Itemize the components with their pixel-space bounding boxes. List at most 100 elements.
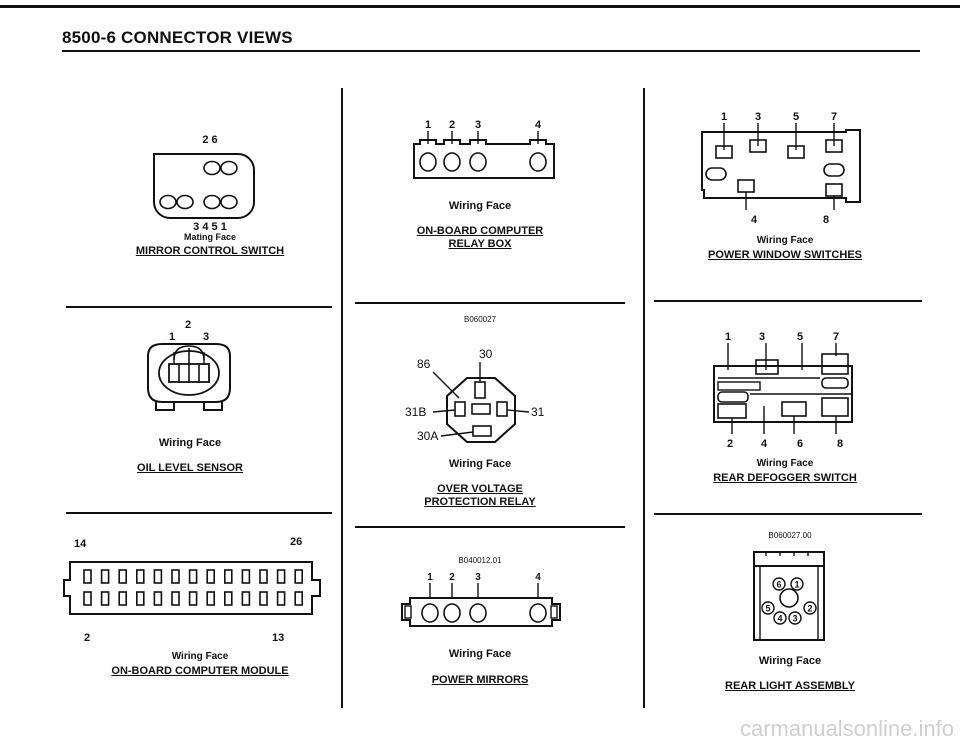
- top-border: [0, 5, 960, 8]
- power-window-diagram: 1 3 5 7 4 8: [701, 111, 861, 226]
- column-divider-left: [341, 88, 343, 708]
- rear-defogger-pin-5: 5: [797, 331, 803, 343]
- rear-defogger-pin-7: 7: [833, 331, 839, 343]
- rear-defogger-pin-2: 2: [727, 438, 733, 450]
- computer-module-slot-bottom: [224, 591, 233, 606]
- computer-module-slot-bottom: [118, 591, 128, 606]
- computer-module-slot-top: [136, 569, 145, 584]
- rear-defogger-pin-8: 8: [837, 438, 843, 450]
- relay-box-name-line1: ON-BOARD COMPUTER: [416, 225, 544, 237]
- relay-box-pin-1: 1: [425, 119, 431, 131]
- computer-module-slot-top: [276, 569, 286, 584]
- relay-box-pin-4: 4: [535, 119, 542, 131]
- over-voltage-pin-31: 31: [531, 405, 545, 419]
- computer-module-pin-13: 13: [272, 632, 285, 644]
- rear-defogger-pin-3: 3: [759, 331, 765, 343]
- mirror-control-diagram: [153, 153, 255, 219]
- computer-module-diagram: [63, 561, 321, 615]
- over-voltage-pin-86: 86: [417, 357, 431, 371]
- relay-box-pin-2: 2: [449, 119, 455, 131]
- over-voltage-caption: Wiring Face: [448, 458, 512, 470]
- rear-light-pin-2: 2: [807, 604, 812, 614]
- power-window-pin-5: 5: [793, 111, 799, 123]
- computer-module-slot-top: [224, 569, 233, 584]
- computer-module-slot-bottom: [276, 591, 286, 606]
- row-divider-1-col3: [654, 300, 922, 302]
- row-divider-1-col2: [355, 302, 625, 304]
- oil-level-name: OIL LEVEL SENSOR: [137, 462, 243, 474]
- relay-box-pin-3: 3: [475, 119, 481, 131]
- over-voltage-diagram: 86 30 31B 31 30A: [405, 347, 545, 443]
- watermark: carmanualsonline.info: [739, 716, 954, 741]
- relay-box-caption: Wiring Face: [448, 200, 512, 212]
- over-voltage-name-line1: OVER VOLTAGE: [437, 483, 523, 495]
- power-mirrors-name: POWER MIRRORS: [431, 674, 529, 686]
- computer-module-slot-bottom: [259, 591, 268, 606]
- computer-module-slot-bottom: [171, 591, 180, 606]
- rear-light-pin-5: 5: [765, 604, 770, 614]
- power-mirrors-pin-3: 3: [475, 572, 481, 583]
- computer-module-slot-bottom: [188, 591, 198, 606]
- computer-module-slot-bottom: [294, 591, 303, 606]
- computer-module-slot-bottom: [136, 591, 145, 606]
- over-voltage-code: B060027: [463, 315, 497, 324]
- computer-module-slot-top: [241, 569, 251, 584]
- power-window-pin-3: 3: [755, 111, 761, 123]
- power-mirrors-code: B040012.01: [458, 556, 502, 565]
- computer-module-pin-26: 26: [290, 536, 303, 548]
- oil-level-diagram: 1 2 3: [147, 319, 231, 411]
- computer-module-name: ON-BOARD COMPUTER MODULE: [111, 665, 289, 677]
- power-window-pin-1: 1: [721, 111, 727, 123]
- over-voltage-name-line2: PROTECTION RELAY: [424, 496, 536, 508]
- computer-module-slot-top: [188, 569, 198, 584]
- power-mirrors-pin-1: 1: [427, 572, 433, 583]
- header-underline: [62, 50, 920, 52]
- column-divider-right: [643, 88, 645, 708]
- row-divider-1-col1: [66, 306, 332, 308]
- mirror-control-caption: Mating Face: [183, 232, 236, 242]
- power-window-caption: Wiring Face: [756, 235, 814, 246]
- rear-light-code: B060027.00: [768, 531, 812, 540]
- row-divider-2-col2: [355, 526, 625, 528]
- computer-module-slot-top: [83, 569, 92, 584]
- row-divider-2-col1: [66, 512, 332, 514]
- relay-box-name-line2: RELAY BOX: [448, 238, 512, 250]
- computer-module-pin-14: 14: [74, 538, 87, 550]
- computer-module-caption: Wiring Face: [171, 651, 229, 662]
- mirror-control-name: MIRROR CONTROL SWITCH: [135, 245, 285, 257]
- relay-box-diagram: 1 2 3 4: [413, 119, 555, 179]
- power-mirrors-diagram: 1 2 3 4: [401, 572, 561, 627]
- rear-defogger-pin-1: 1: [725, 331, 731, 343]
- computer-module-slot-top: [206, 569, 215, 584]
- rear-defogger-pin-4: 4: [761, 438, 768, 450]
- rear-light-pin-3: 3: [792, 614, 797, 624]
- power-window-pin-7: 7: [831, 111, 837, 123]
- oil-level-pin-1: 1: [169, 331, 175, 343]
- mirror-control-pins-bottom: 3 4 5 1: [193, 221, 227, 233]
- rear-defogger-name: REAR DEFOGGER SWITCH: [713, 472, 857, 484]
- row-divider-2-col3: [654, 513, 922, 515]
- rear-light-pin-4: 4: [777, 614, 782, 624]
- mirror-control-pins-top: 2 6: [202, 134, 218, 146]
- rear-light-name: REAR LIGHT ASSEMBLY: [725, 680, 855, 692]
- power-mirrors-caption: Wiring Face: [448, 648, 512, 660]
- oil-level-caption: Wiring Face: [158, 437, 222, 449]
- computer-module-slot-bottom: [241, 591, 251, 606]
- rear-defogger-diagram: 1 3 5 7 2 4 6 8: [713, 331, 853, 450]
- computer-module-slot-bottom: [206, 591, 215, 606]
- over-voltage-pin-30: 30: [479, 347, 493, 361]
- power-mirrors-pin-4: 4: [535, 572, 541, 583]
- over-voltage-pin-30a: 30A: [417, 429, 438, 443]
- rear-light-diagram: 6 1 5 2 4 3: [753, 551, 825, 641]
- computer-module-slot-top: [118, 569, 128, 584]
- rear-light-pin-1: 1: [794, 580, 799, 590]
- computer-module-pin-2: 2: [84, 632, 91, 644]
- over-voltage-pin-31b: 31B: [405, 405, 426, 419]
- oil-level-pin-3: 3: [203, 331, 209, 343]
- computer-module-slot-top: [259, 569, 268, 584]
- power-mirrors-pin-2: 2: [449, 572, 455, 583]
- computer-module-slot-bottom: [83, 591, 92, 606]
- power-window-pin-8: 8: [823, 214, 829, 226]
- page-title: 8500-6 CONNECTOR VIEWS: [62, 28, 293, 47]
- rear-light-caption: Wiring Face: [758, 655, 822, 667]
